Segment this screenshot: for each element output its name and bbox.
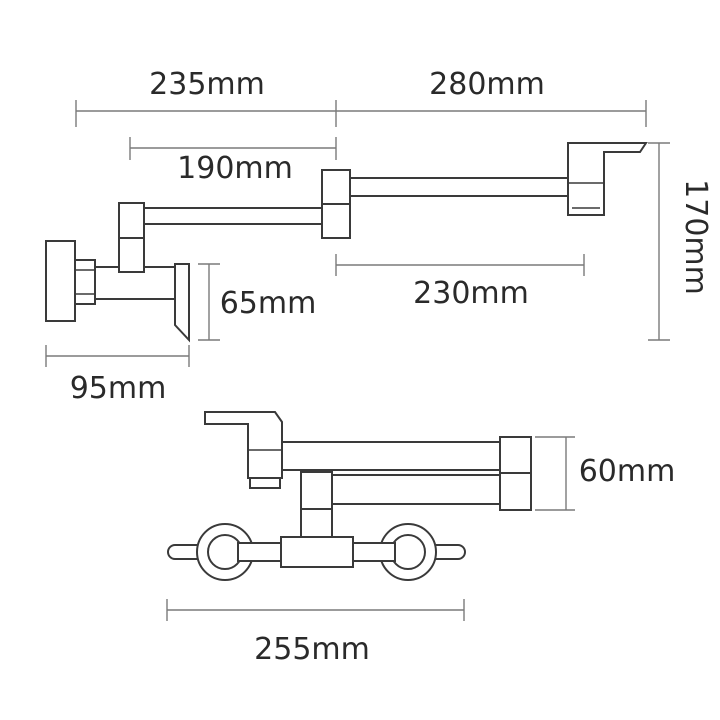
dimension-lines-front — [166, 436, 575, 621]
front-arm-upper — [281, 441, 501, 471]
swing-arm-2 — [349, 177, 569, 197]
left-flange-inner — [207, 534, 243, 570]
wall-flange — [45, 240, 76, 322]
middle-joint-lower — [321, 203, 351, 239]
front-riser-lower — [300, 508, 333, 539]
front-riser-upper — [300, 471, 333, 510]
dim-label-235: 235mm — [149, 67, 265, 102]
dim-label-230: 230mm — [413, 276, 529, 311]
front-spout-head — [204, 411, 283, 479]
dimension-lines-side — [45, 100, 670, 367]
right-flange-inner — [390, 534, 426, 570]
dim-label-60: 60mm — [579, 454, 676, 489]
valve-handle — [174, 263, 190, 343]
mixer-center-block — [280, 536, 354, 568]
dim-label-170: 170mm — [678, 179, 713, 295]
riser-knuckle — [118, 202, 145, 239]
spout-head — [567, 142, 648, 216]
side-view — [45, 142, 648, 343]
dim-label-190: 190mm — [177, 151, 293, 186]
front-view — [167, 411, 532, 581]
dim-label-95: 95mm — [70, 371, 167, 406]
front-joint-lower — [499, 472, 532, 511]
dim-label-65: 65mm — [220, 286, 317, 321]
middle-joint-upper — [321, 169, 351, 205]
hex-nut — [74, 259, 96, 305]
swing-arm-1 — [143, 207, 323, 225]
dim-label-255: 255mm — [254, 632, 370, 667]
front-spout-tip — [249, 477, 281, 489]
front-arm-lower — [331, 474, 501, 505]
front-joint-upper — [499, 436, 532, 474]
riser-lower — [118, 237, 145, 273]
dim-label-280: 280mm — [429, 67, 545, 102]
